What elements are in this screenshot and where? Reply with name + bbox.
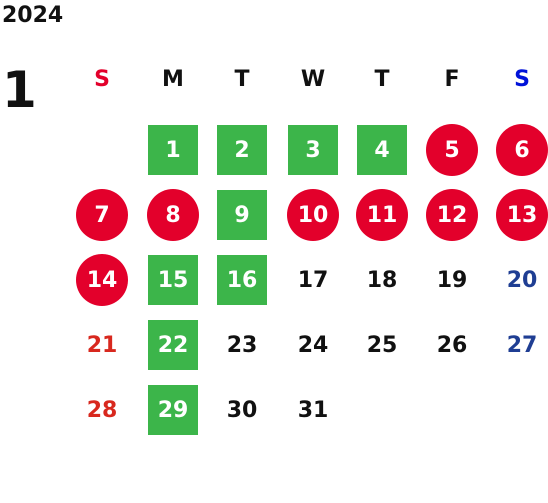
day-13[interactable]: 13 (496, 189, 548, 241)
day-28[interactable]: 28 (86, 397, 118, 423)
day-4[interactable]: 4 (357, 125, 407, 175)
day-29[interactable]: 29 (148, 385, 198, 435)
day-19[interactable]: 19 (436, 267, 468, 293)
month-number: 1 (2, 61, 37, 119)
day-5[interactable]: 5 (426, 124, 478, 176)
weekday-monday: M (162, 67, 184, 92)
day-3[interactable]: 3 (288, 125, 338, 175)
year-label: 2024 (2, 3, 64, 28)
day-20[interactable]: 20 (506, 267, 538, 293)
day-12[interactable]: 12 (426, 189, 478, 241)
day-22[interactable]: 22 (148, 320, 198, 370)
day-1[interactable]: 1 (148, 125, 198, 175)
weekday-tuesday: T (234, 67, 250, 92)
day-24[interactable]: 24 (297, 332, 329, 358)
weekday-saturday: S (514, 67, 530, 92)
day-15[interactable]: 15 (148, 255, 198, 305)
day-18[interactable]: 18 (366, 267, 398, 293)
day-14[interactable]: 14 (76, 254, 128, 306)
weekday-friday: F (444, 67, 460, 92)
day-9[interactable]: 9 (217, 190, 267, 240)
day-31[interactable]: 31 (297, 397, 329, 423)
day-10[interactable]: 10 (287, 189, 339, 241)
day-21[interactable]: 21 (86, 332, 118, 358)
day-16[interactable]: 16 (217, 255, 267, 305)
day-7[interactable]: 7 (76, 189, 128, 241)
day-17[interactable]: 17 (297, 267, 329, 293)
weekday-sunday: S (94, 67, 110, 92)
day-8[interactable]: 8 (147, 189, 199, 241)
day-27[interactable]: 27 (506, 332, 538, 358)
day-30[interactable]: 30 (226, 397, 258, 423)
weekday-thursday: T (374, 67, 390, 92)
day-2[interactable]: 2 (217, 125, 267, 175)
day-23[interactable]: 23 (226, 332, 258, 358)
day-6[interactable]: 6 (496, 124, 548, 176)
weekday-wednesday: W (300, 67, 326, 92)
day-26[interactable]: 26 (436, 332, 468, 358)
day-25[interactable]: 25 (366, 332, 398, 358)
day-11[interactable]: 11 (356, 189, 408, 241)
